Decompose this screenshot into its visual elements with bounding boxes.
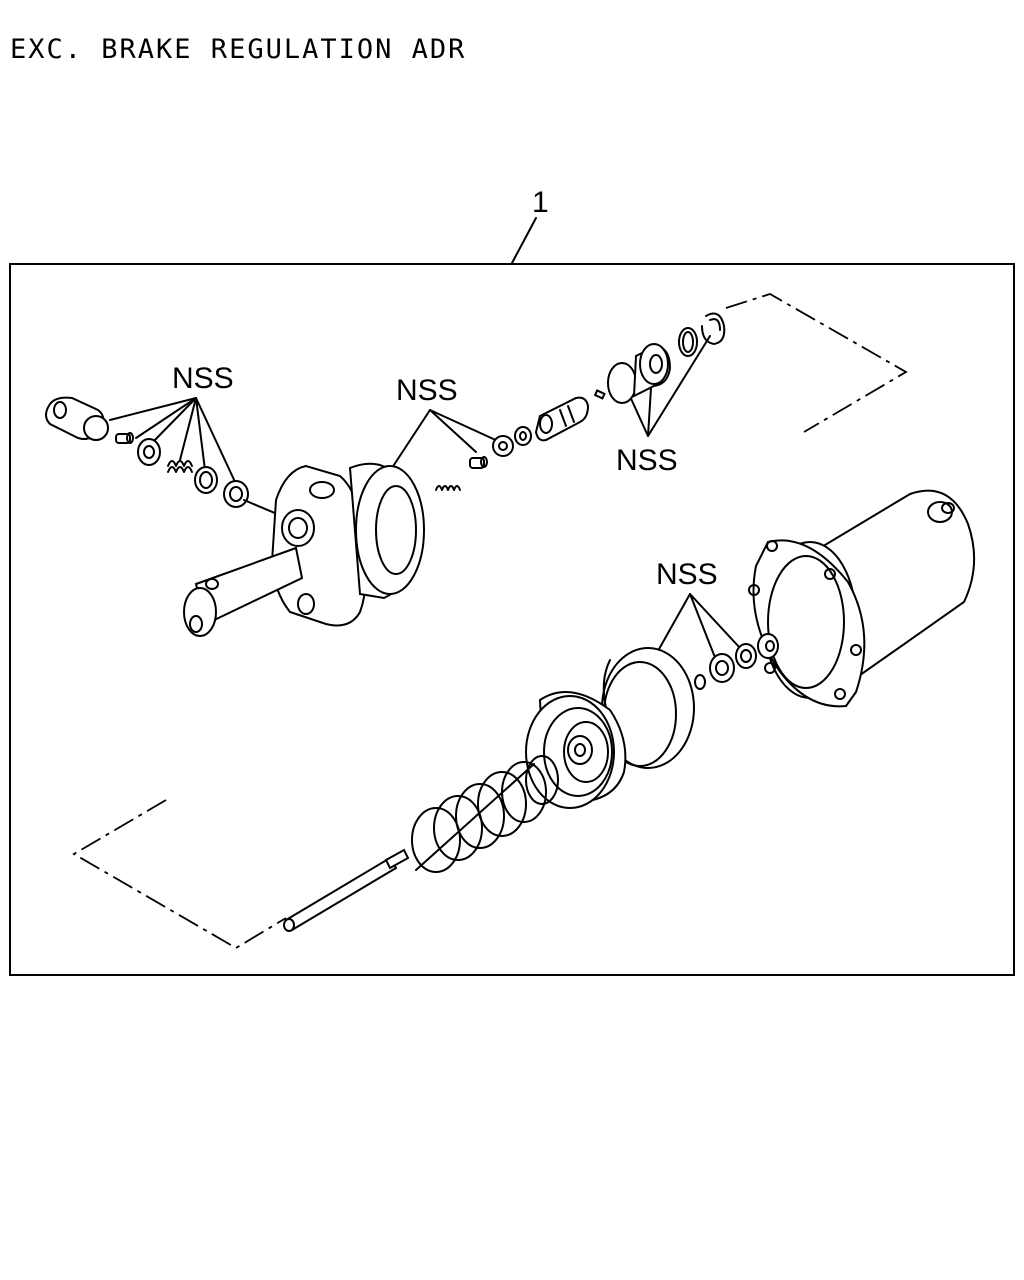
nss-label-1: NSS (172, 362, 234, 395)
nss-leaders-4 (653, 593, 741, 661)
disc-part-upper (607, 362, 637, 404)
item-number-label: 1 (532, 186, 549, 219)
small-pin-middle (469, 456, 488, 469)
spring-small (167, 460, 193, 473)
nss-leaders-2 (387, 409, 501, 475)
seal-ring-lower-1 (735, 643, 757, 669)
bushing-part-upper (632, 343, 672, 398)
gasket-flange-part (748, 539, 866, 708)
piston-plate-part (525, 691, 627, 809)
nss-label-2: NSS (396, 374, 458, 407)
nss-leaders-1 (109, 397, 237, 485)
fitting-part (45, 396, 109, 441)
oring-small-3 (223, 480, 249, 508)
return-spring-part (411, 755, 559, 873)
page-title: EXC. BRAKE REGULATION ADR (10, 34, 467, 65)
small-oring-lower (694, 674, 706, 690)
small-key-part (593, 389, 606, 400)
oring-small-1 (137, 438, 161, 466)
valve-piston-part (534, 396, 590, 442)
center-nut-part (757, 633, 779, 659)
nss-label-3: NSS (616, 444, 678, 477)
valve-body-part (183, 462, 425, 637)
small-spring-middle (435, 485, 461, 491)
snap-ring-upper (701, 312, 726, 345)
oring-upper (678, 327, 698, 357)
diaphragm-part (601, 647, 695, 769)
assembly-frame (9, 263, 1015, 976)
seal-ring-lower-2 (709, 653, 735, 683)
oring-small-2 (194, 466, 218, 494)
item-number-leader (511, 217, 537, 264)
small-plug-part (115, 432, 134, 444)
washer-middle (514, 426, 532, 446)
push-rod-part (283, 848, 410, 932)
axis-line-upper (725, 293, 908, 433)
nss-label-4: NSS (656, 558, 718, 591)
seal-ring-middle (492, 435, 514, 457)
axis-line-lower (72, 799, 287, 950)
